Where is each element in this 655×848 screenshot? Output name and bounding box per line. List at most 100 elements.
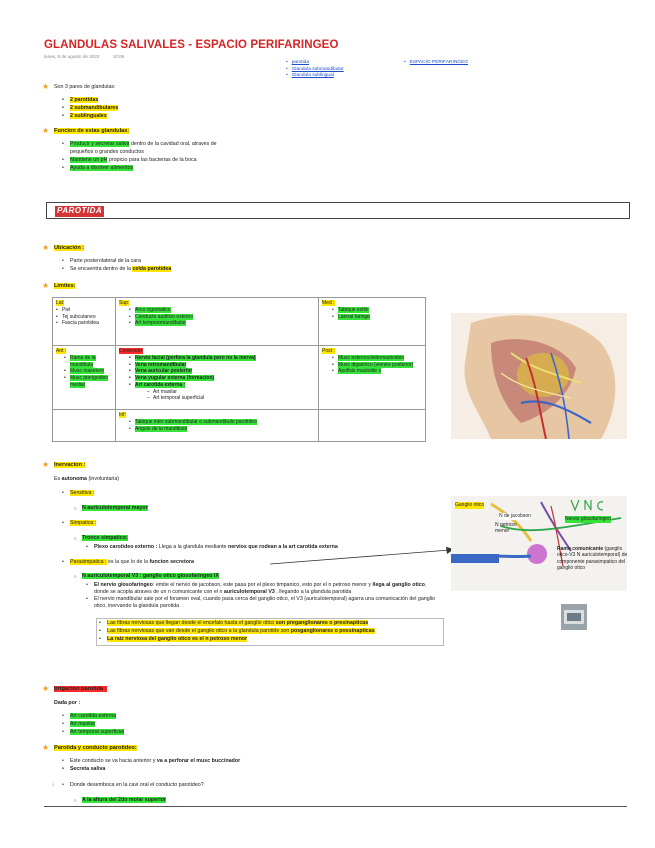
note-time: 10:06 [112, 54, 125, 59]
list-item-highlight: Producir y secretar saliva [70, 141, 130, 147]
list-item: Se encuentra dentro de la [70, 265, 133, 272]
ganglio-otico-diagram: Ganglio otico N de jacobson N petroso me… [451, 496, 627, 591]
star-icon: ★ [42, 243, 50, 252]
list-item: Musc digastrico (vientre posterior) [338, 361, 414, 368]
cell-label: Sup: [119, 300, 130, 306]
parotid-anatomy-illustration [451, 313, 627, 439]
irrigacion-title: Irrigacion parotida : [54, 686, 107, 692]
list-item: Fascia parotidea [56, 320, 112, 327]
irrigacion-list: Art carotida externa Art maxilar Art tem… [62, 713, 125, 737]
sensitiva-label: Sensitiva : [70, 490, 95, 496]
list-item: Rama de la mandibula [70, 354, 96, 368]
list-item: Art maxilar [70, 720, 96, 727]
para-label: Parasimpatica : [70, 559, 107, 565]
list-item: Conducto auditivo externo [135, 313, 194, 320]
cell-contenido: Contenido: Nervio facial (perfora la gla… [115, 345, 319, 410]
para-list: Parasimpatica : es la que lo de la funci… [62, 559, 194, 567]
star-icon: ★ [42, 684, 50, 693]
ubicacion-list: Parte posterolateral de la cara Se encue… [62, 258, 172, 274]
list-item: Tabique inter submandibular o submandibu… [135, 418, 257, 425]
cell-label: Med : [322, 300, 335, 306]
conducto-title: Parotida y conducto parotideo: [54, 745, 137, 751]
star-icon: ★ [42, 126, 50, 135]
simpatica-detail: Plexo carotideo externo : Llega a la gla… [86, 544, 446, 552]
list-item: Tej subcutaneo [56, 314, 112, 321]
answer-list: A la altura del 2do molar superior [74, 797, 166, 805]
list-item: Secreta saliva [62, 766, 240, 774]
list-item: Lateral faringe [338, 313, 370, 320]
list-item: Tabique estilo [338, 306, 369, 313]
funcion-title: Funcion de estas glandulas: [54, 128, 130, 134]
list-item: Vena retromandibular [135, 361, 187, 368]
limites-title: Limites: [54, 283, 76, 289]
cell-label: Post : [322, 348, 335, 354]
limites-table: Lat: PielTej subcutaneoFascia parotidea … [52, 297, 426, 442]
cell-label: Ant : [56, 348, 67, 354]
link-parotida[interactable]: parotida [286, 60, 344, 67]
simpatica-list: Simpatica : [62, 520, 97, 528]
cell-post: Post : Musc esternocleidomastoideo Musc … [318, 345, 426, 410]
list-item: Musc pterigoideo medial [70, 375, 109, 388]
list-item: Art temporal superficial [70, 728, 125, 735]
list-item: Art maxilar [147, 389, 315, 396]
link-list-1: parotida Glandula submandibular Glandula… [286, 60, 344, 80]
conducto-list: Este conducto se va hacia anterior y va … [62, 758, 240, 774]
list-item: Donde desemboca en la cavi oral el condu… [62, 782, 204, 790]
label-ramo-comunicante: Ramo comunicante (ganglio otico-V3 N aur… [557, 546, 627, 571]
list-item: Art carotida externa [70, 713, 117, 719]
question-icon: ⁝ [52, 782, 55, 789]
list-item: Art carotida externa : [135, 381, 186, 388]
cell-ant: Ant : Rama de la mandibula Musc masetero… [52, 345, 116, 410]
list-item: Apofisis mastoide s [338, 368, 382, 375]
simpatica-label: Simpatica : [70, 520, 97, 526]
label-jacobson: N de jacobson [499, 513, 531, 520]
label-glosofaringeo: Nervio glosofaringeo [565, 516, 611, 523]
intro-text: Son 3 pares de glandulas: [54, 84, 116, 90]
star-icon: ★ [42, 743, 50, 752]
banner-title: PAROTIDA [55, 206, 105, 217]
glands-list: 2 parotidas 2 submandibulares 2 sublingu… [62, 97, 119, 121]
para-sub: N auriculotemporal V3 : ganglio otico gl… [74, 573, 219, 581]
para-detail: El nervio glosofaringeo: emite el nervio… [86, 582, 438, 610]
inervacion-title: Inervacion : [54, 462, 86, 468]
link-submandibular[interactable]: Glandula submandibular [286, 67, 344, 74]
list-item: Musc esternocleidomastoideo [338, 354, 405, 361]
page-bottom-rule [44, 806, 627, 807]
list-item: Art temporal superficial [147, 395, 315, 402]
cell-label: Lat: [56, 300, 65, 306]
link-espacio-perifaringeo[interactable]: ESPACIO PERIFARINGEO [404, 60, 468, 67]
celda-highlight: celda parotidea [132, 265, 172, 272]
cell-label: Inf: [119, 412, 126, 418]
label-ganglio: Ganglio otico [455, 502, 485, 509]
cell-sup: Sup: Arco cigomatico Conducto auditivo e… [115, 297, 319, 346]
fibras-box: Las fibras nerviosas que llegan desde el… [96, 618, 444, 646]
list-item: Piel [56, 307, 112, 314]
list-item: Tronco simpatico: [82, 535, 128, 541]
cell-label: Contenido: [119, 348, 144, 354]
inervacion-list: Sensitiva : [62, 490, 95, 498]
cell-lat: Lat: PielTej subcutaneoFascia parotidea [52, 297, 116, 346]
simpatica-sub: Tronco simpatico: [74, 535, 128, 543]
list-item: Arco cigomatico [135, 306, 171, 313]
list-item-highlight: Ayuda a disolver alimentos [70, 164, 134, 171]
list-item: 2 parotidas [70, 97, 99, 103]
list-item-rest: propicio para las bacterias de la boca [107, 156, 197, 163]
section-banner: PAROTIDA [46, 202, 630, 219]
list-item: Angulo de la mandibula [135, 425, 188, 432]
arrow-connector [270, 547, 454, 565]
label-petroso: N petroso menor [495, 522, 517, 534]
cell-empty [318, 409, 426, 442]
list-item: A la altura del 2do molar superior [82, 797, 166, 803]
list-item: Vena auricular posterior [135, 368, 193, 375]
page-title: GLANDULAS SALIVALES - ESPACIO PERIFARING… [44, 39, 339, 51]
cell-med: Med : Tabique estilo Lateral faringe [318, 297, 426, 346]
list-item: Nervio facial (perfora la glandula pero … [135, 354, 256, 361]
note-date: lunes, 8 de agosto de 2022 [44, 54, 100, 59]
list-item-rest: dentro de la cavidad oral, atraves de [129, 141, 217, 147]
cell-empty [52, 409, 116, 442]
cell-inf: Inf: Tabique inter submandibular o subma… [115, 409, 319, 442]
list-item: Vena yugular externa (formacion) [135, 375, 215, 381]
link-sublingual[interactable]: Glandula sublingual [286, 73, 344, 80]
list-item: Musc masetero [70, 368, 105, 375]
irrigacion-dada: Dada por : [54, 700, 81, 706]
